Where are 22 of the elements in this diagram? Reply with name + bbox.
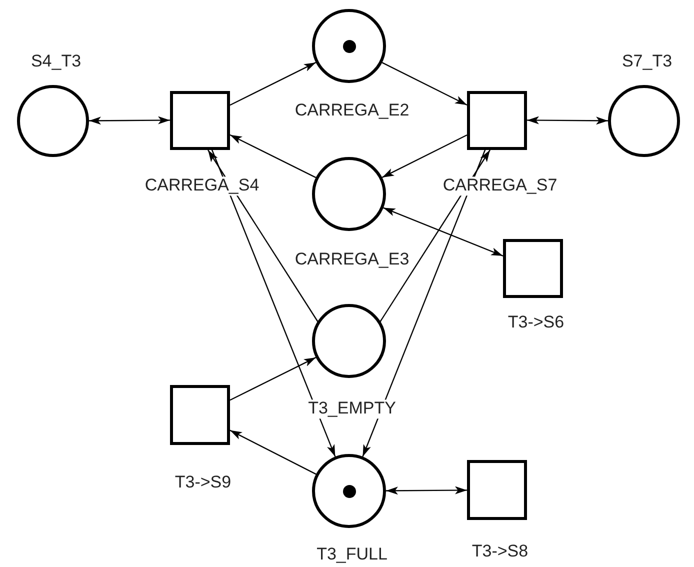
arc-arrow <box>230 134 316 178</box>
arc-arrow <box>382 62 468 106</box>
arc-arrow <box>362 149 486 457</box>
arc-arrow <box>230 356 316 401</box>
arc-arrow <box>230 430 316 475</box>
arc-arrow <box>230 62 316 106</box>
arc-arrow <box>527 116 608 125</box>
arc-arrow <box>382 134 468 178</box>
node-label: CARREGA_E2 <box>294 102 410 120</box>
node-label: CARREGA_E3 <box>294 250 410 270</box>
node-label: T3_FULL <box>316 546 388 564</box>
arc-arrow <box>386 486 467 495</box>
arc-arrow <box>211 149 336 457</box>
node-label: S4_T3 <box>30 52 82 72</box>
node-label: CARREGA_S4 <box>144 176 260 196</box>
arc-arrow <box>380 150 490 322</box>
node-label: S7_T3 <box>620 52 674 72</box>
node-label: CARREGA_S7 <box>442 176 558 196</box>
node-label: T3_EMPTY <box>307 400 397 418</box>
arc-arrow <box>208 150 318 322</box>
arc-arrow <box>89 116 170 125</box>
arc-arrow <box>383 207 504 256</box>
